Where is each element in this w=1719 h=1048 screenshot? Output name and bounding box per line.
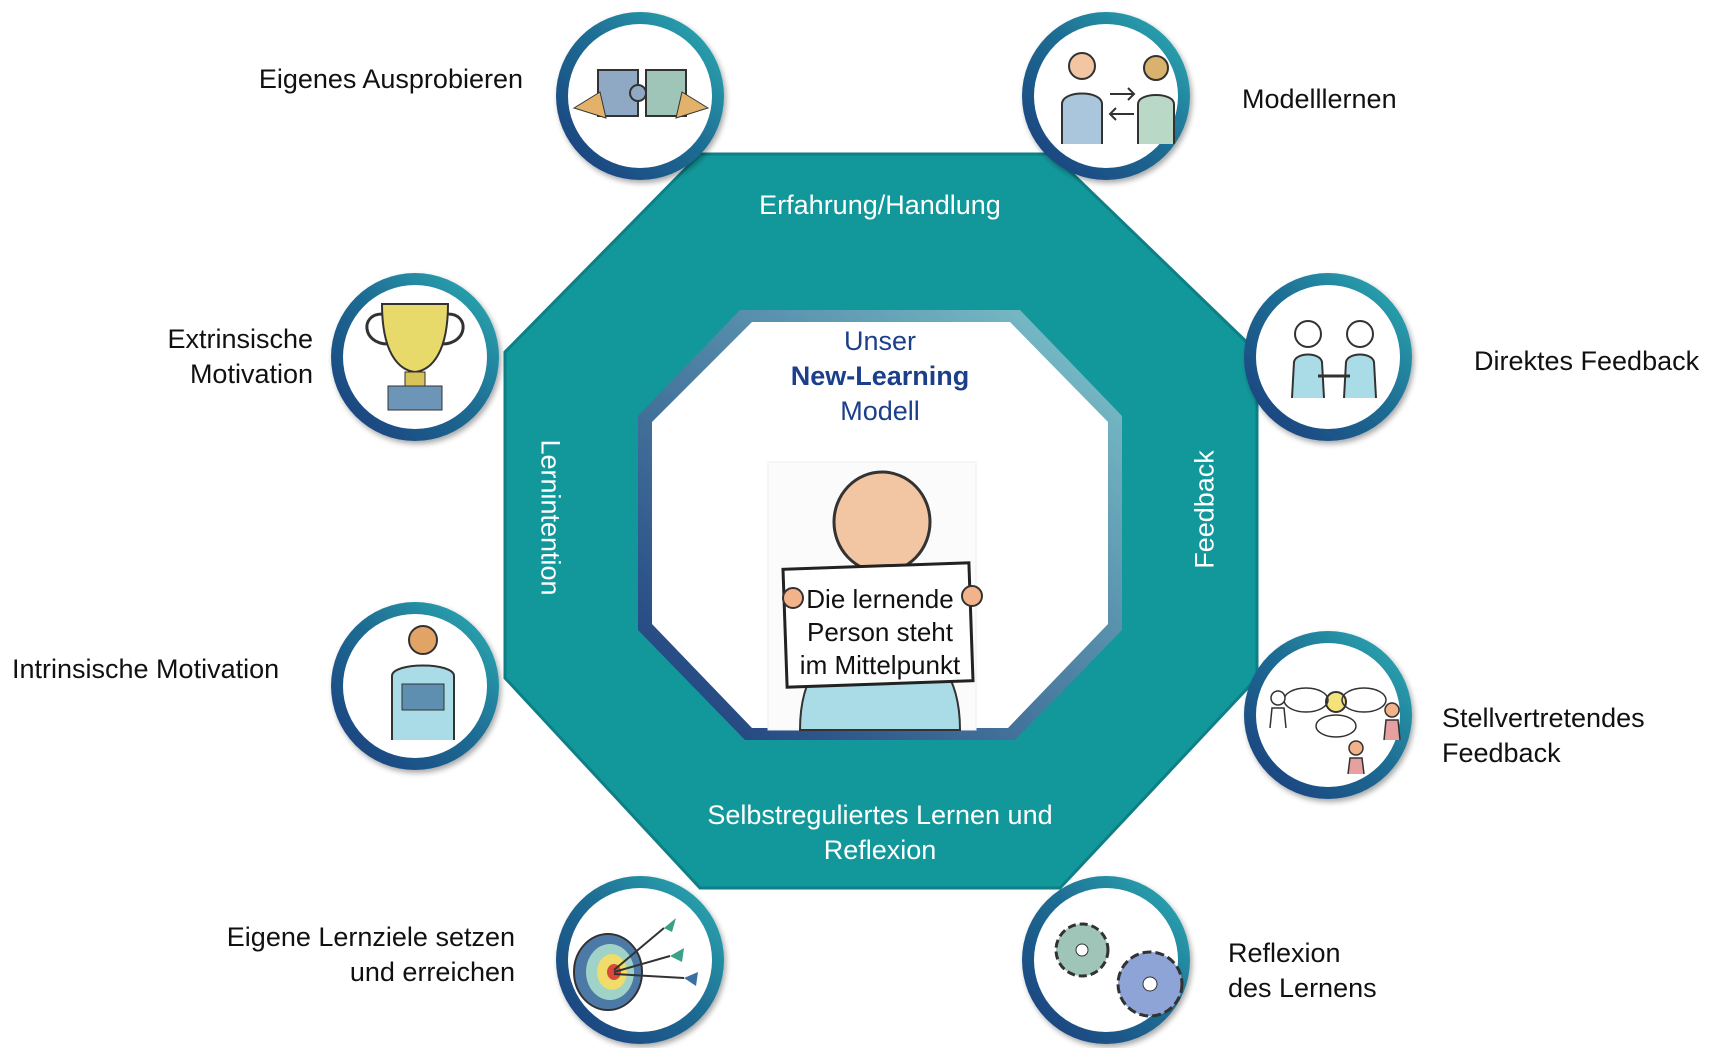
gears-icon bbox=[1054, 922, 1184, 1018]
center-sign-line2: Person steht bbox=[807, 617, 953, 647]
trophy-icon bbox=[365, 303, 465, 411]
band-left-label: Lernintention bbox=[535, 439, 566, 596]
label-extrinsische-line2: Motivation bbox=[189, 359, 313, 389]
label-direktes-feedback: Direktes Feedback bbox=[1474, 346, 1700, 376]
target-arrows-icon bbox=[573, 918, 698, 1011]
label-reflexion-line1: Reflexion bbox=[1228, 938, 1341, 968]
circle-stellvertretendes-feedback bbox=[1244, 631, 1412, 799]
circle-reflexion bbox=[1022, 876, 1190, 1044]
center-title-line1: Unser bbox=[843, 326, 917, 356]
person-open-door-icon bbox=[391, 625, 455, 740]
two-people-exchange-icon bbox=[1061, 52, 1175, 144]
label-intrinsische-motivation: Intrinsische Motivation bbox=[12, 654, 280, 684]
circle-lernziele bbox=[556, 876, 724, 1044]
circle-direktes-feedback bbox=[1244, 273, 1412, 441]
label-stellvertretendes-line1: Stellvertretendes bbox=[1442, 703, 1645, 733]
group-idea-icon bbox=[1269, 687, 1401, 775]
center-title-line3: Modell bbox=[840, 396, 920, 426]
band-right-label: Feedback bbox=[1189, 450, 1220, 569]
puzzle-icon bbox=[572, 69, 710, 119]
label-extrinsische-line1: Extrinsische bbox=[167, 324, 313, 354]
label-lernziele-line1: Eigene Lernziele setzen bbox=[226, 922, 515, 952]
circle-extrinsische-motivation bbox=[331, 273, 499, 441]
label-reflexion-line2: des Lernens bbox=[1228, 973, 1377, 1003]
label-eigenes-ausprobieren: Eigenes Ausprobieren bbox=[258, 64, 523, 94]
circle-modelllernen bbox=[1022, 12, 1190, 180]
handshake-icon bbox=[1291, 320, 1377, 399]
band-top-label: Erfahrung/Handlung bbox=[759, 190, 1001, 220]
label-modelllernen: Modelllernen bbox=[1242, 84, 1397, 114]
band-bottom-label-line1: Selbstreguliertes Lernen und bbox=[707, 800, 1053, 830]
label-stellvertretendes-line2: Feedback bbox=[1442, 738, 1561, 768]
center-sign-line3: im Mittelpunkt bbox=[799, 650, 961, 680]
center-sign-line1: Die lernende bbox=[806, 584, 954, 614]
circle-eigenes-ausprobieren bbox=[556, 12, 724, 180]
label-lernziele-line2: und erreichen bbox=[349, 957, 515, 987]
band-bottom-label-line2: Reflexion bbox=[823, 835, 937, 865]
center-title-line2: New-Learning bbox=[790, 361, 970, 391]
learner-person-illustration bbox=[767, 461, 983, 731]
circle-intrinsische-motivation bbox=[331, 602, 499, 770]
